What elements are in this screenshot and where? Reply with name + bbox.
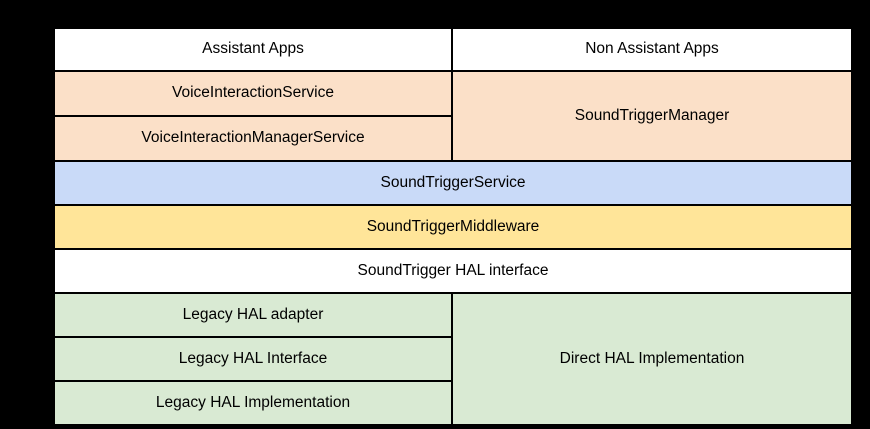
cell-legacy-hal-adapter: Legacy HAL adapter	[53, 292, 453, 338]
cell-voice-interaction-manager-service: VoiceInteractionManagerService	[53, 115, 453, 162]
table-row-hal-interface: SoundTrigger HAL interface	[53, 248, 853, 294]
cell-direct-hal-implementation: Direct HAL Implementation	[451, 292, 853, 426]
cell-voice-interaction-service: VoiceInteractionService	[53, 70, 453, 117]
cell-non-assistant-apps-header: Non Assistant Apps	[451, 27, 853, 72]
cell-sound-trigger-hal-interface: SoundTrigger HAL interface	[53, 248, 853, 294]
table-row-legacy-hal-interface: Legacy HAL Interface	[53, 336, 852, 382]
cell-sound-trigger-manager: SoundTriggerManager	[451, 70, 853, 162]
architecture-layer-table: Assistant Apps Non Assistant Apps VoiceI…	[53, 27, 853, 426]
table-row-legacy-hal-implementation: Legacy HAL Implementation	[53, 380, 852, 426]
cell-legacy-hal-interface: Legacy HAL Interface	[53, 336, 453, 382]
table-row-voice-interaction-service: VoiceInteractionService SoundTriggerMana…	[53, 70, 853, 162]
table-row-sound-trigger-middleware: SoundTriggerMiddleware	[53, 204, 853, 250]
table-row-voice-interaction-manager-service: VoiceInteractionManagerService	[53, 115, 852, 162]
cell-assistant-apps-header: Assistant Apps	[53, 27, 453, 72]
table-row-legacy-hal-adapter: Legacy HAL adapter Direct HAL Implementa…	[53, 292, 853, 426]
table-row-sound-trigger-service: SoundTriggerService	[53, 160, 853, 206]
cell-sound-trigger-service: SoundTriggerService	[53, 160, 853, 206]
cell-sound-trigger-middleware: SoundTriggerMiddleware	[53, 204, 853, 250]
cell-legacy-hal-implementation: Legacy HAL Implementation	[53, 380, 453, 426]
table-row-headers: Assistant Apps Non Assistant Apps	[53, 27, 853, 72]
